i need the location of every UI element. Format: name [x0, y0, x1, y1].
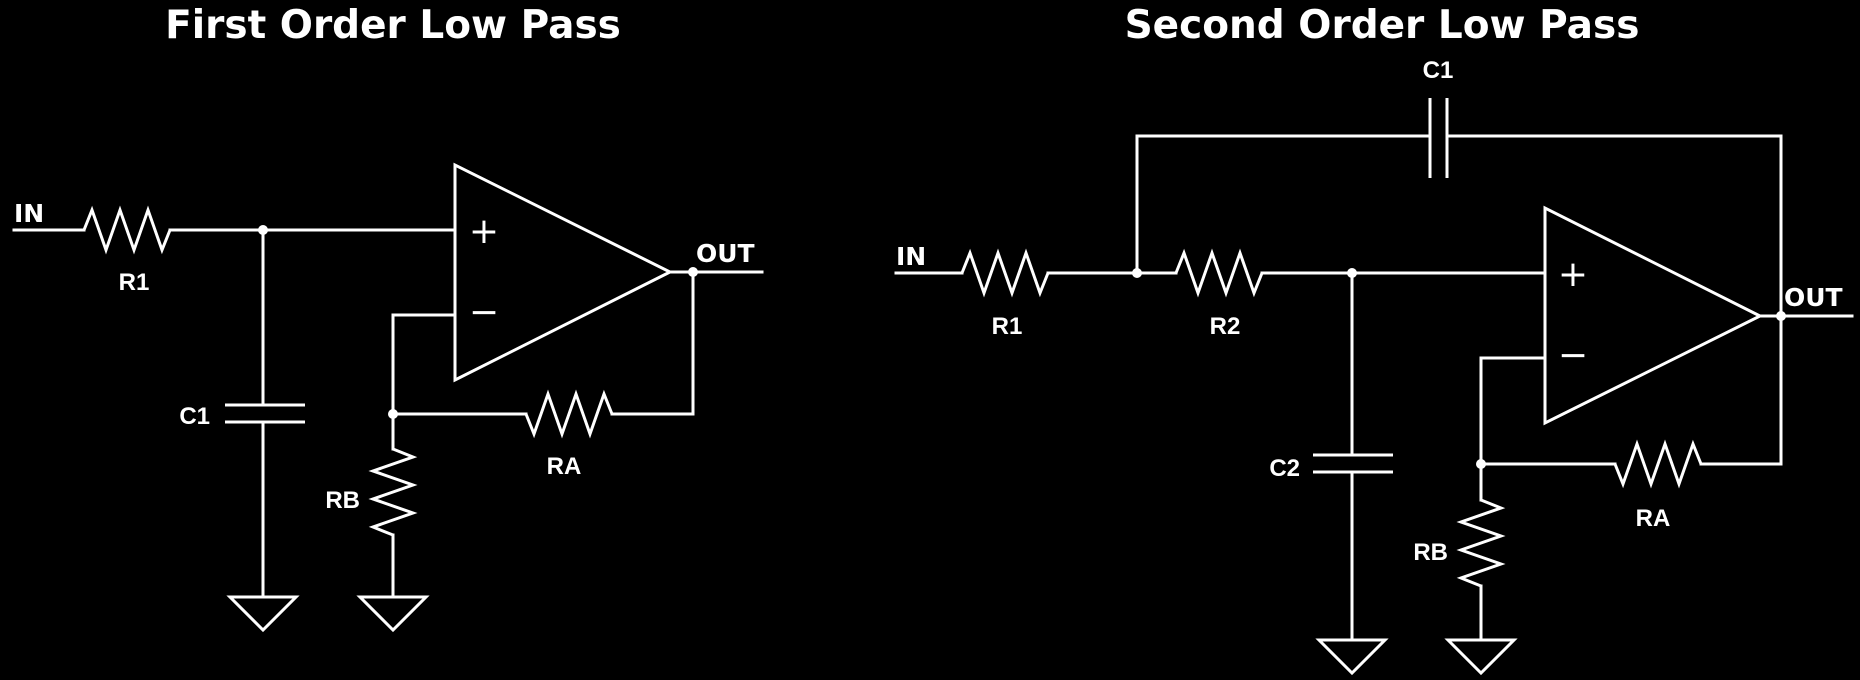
first-order-low-pass-circuit: First Order Low Pass IN R1 C1 + − OUT RA — [12, 3, 764, 633]
so-r1-resistor — [960, 248, 1050, 298]
so-junction-inv — [1476, 459, 1486, 469]
first-order-title: First Order Low Pass — [165, 3, 621, 48]
fo-opamp-minus-sign: − — [469, 292, 499, 333]
second-order-title: Second Order Low Pass — [1125, 3, 1640, 48]
so-rb-resistor — [1456, 498, 1506, 588]
so-c1-label: C1 — [1423, 57, 1454, 84]
second-order-low-pass-circuit: Second Order Low Pass IN R1 R2 C1 C2 + — [894, 3, 1854, 676]
so-r2-label: R2 — [1210, 313, 1241, 340]
so-ground-rb-icon — [1444, 638, 1518, 676]
fo-rb-label: RB — [325, 487, 360, 514]
so-ra-resistor — [1613, 439, 1703, 489]
fo-ra-label: RA — [547, 453, 582, 480]
so-opamp-triangle — [1543, 205, 1764, 426]
fo-input-label: IN — [14, 199, 44, 228]
so-ground-c2-icon — [1315, 638, 1389, 676]
so-c2-label: C2 — [1269, 455, 1300, 482]
fo-opamp-triangle — [453, 162, 674, 383]
fo-ground-c1-icon — [226, 595, 300, 633]
fo-output-label: OUT — [696, 239, 755, 268]
fo-ra-resistor — [524, 389, 614, 439]
fo-r1-label: R1 — [119, 269, 150, 296]
fo-ground-rb-icon — [356, 595, 430, 633]
fo-rb-resistor — [368, 447, 418, 537]
fo-c1-label: C1 — [179, 403, 210, 430]
fo-junction-inv — [388, 409, 398, 419]
fo-r1-resistor — [82, 205, 172, 255]
fo-opamp-plus-sign: + — [469, 211, 499, 252]
so-input-label: IN — [896, 242, 926, 271]
so-opamp-minus-sign: − — [1558, 335, 1588, 376]
so-r2-resistor — [1174, 248, 1264, 298]
so-ra-label: RA — [1636, 505, 1671, 532]
so-r1-label: R1 — [992, 313, 1023, 340]
so-output-label: OUT — [1784, 283, 1843, 312]
so-rb-label: RB — [1413, 539, 1448, 566]
so-opamp-plus-sign: + — [1558, 254, 1588, 295]
